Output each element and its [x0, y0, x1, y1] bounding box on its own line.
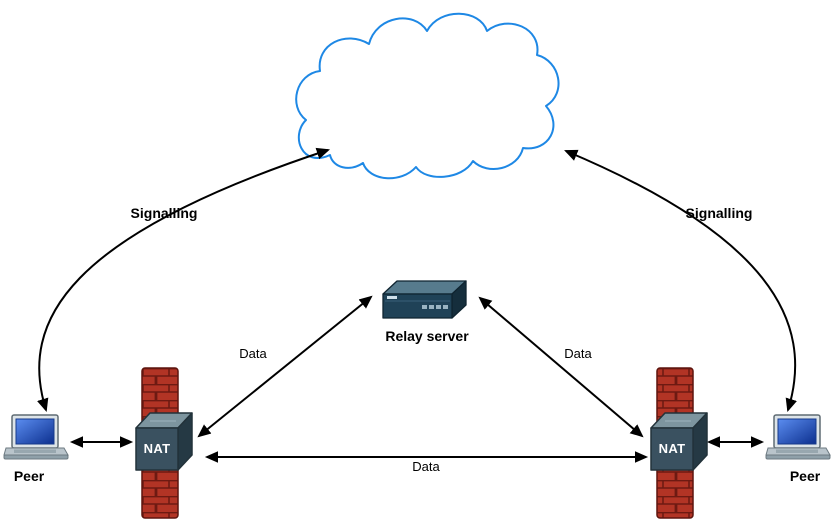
signalling-label-left: Signalling — [130, 205, 198, 221]
data-arrow-left — [197, 295, 373, 438]
signalling-arrow-right — [564, 149, 797, 413]
laptop-icon-right — [765, 414, 831, 460]
peer-label-left: Peer — [13, 468, 45, 484]
nat-label-left: NAT — [143, 441, 171, 456]
nat-cube-icon-right — [650, 412, 708, 471]
nat-label-right: NAT — [658, 441, 686, 456]
data-arrow-right — [478, 296, 644, 438]
peer-label-right: Peer — [789, 468, 821, 484]
cloud-icon — [295, 12, 560, 180]
signalling-arrow-left — [37, 147, 330, 413]
server-icon — [382, 280, 467, 319]
data-label-right: Data — [564, 346, 592, 361]
nat-cube-icon-left — [135, 412, 193, 471]
data-label-left: Data — [239, 346, 267, 361]
relay-server-label: Relay server — [385, 328, 469, 344]
signalling-label-right: Signalling — [685, 205, 753, 221]
data-label-bottom: Data — [412, 459, 440, 474]
laptop-icon-left — [3, 414, 69, 460]
